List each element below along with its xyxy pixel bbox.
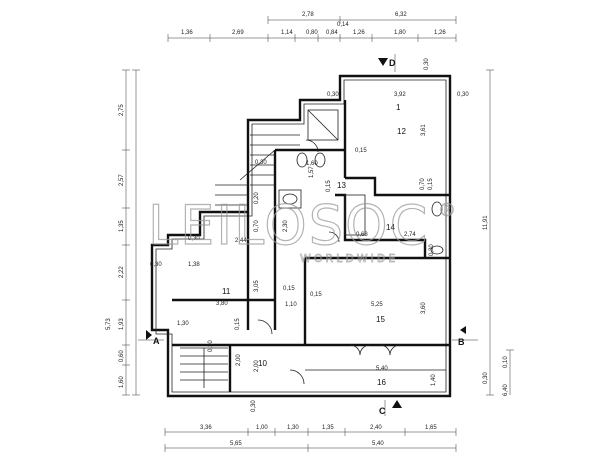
fixtures [278,109,444,255]
dim-top-4: 0,80 [306,30,318,36]
top-dimensions: 2,78 6,32 1,36 2,69 1,14 0,80 0,84 0,14 … [167,12,457,42]
dim-inner-14: 2,30 [283,220,289,232]
dim-right-3: 0,30 [483,372,489,384]
room-label-11: 11 [222,287,231,296]
dim-inner-8: 0,15 [326,180,332,192]
section-marker-b: B [458,337,465,347]
dim-inner-19: 1,38 [188,262,200,268]
room-label-14: 14 [386,223,395,232]
left-dimensions: 5,73 2,75 2,57 1,35 2,22 1,93 0,60 1,60 [106,69,140,396]
dim-left-4: 2,22 [119,266,125,278]
section-marker-a: A [153,336,160,346]
dim-inner-7: 1,60 [306,161,318,167]
dim-bottom-total-1: 5,65 [230,441,242,447]
room-label-12b: 1 [396,103,401,112]
room-label-10: 10 [258,359,267,368]
dim-inner-10: 0,15 [428,178,434,190]
doors [257,139,401,385]
dim-inner-22: 1,10 [285,302,297,308]
dim-inner-33: 0,30 [424,58,430,70]
inner-dimensions: 0,30 3,92 0,30 3,61 0,15 1,57 1,60 0,15 … [150,58,469,412]
room-label-16: 16 [377,378,386,387]
dim-inner-1: 0,30 [327,92,339,98]
dim-inner-32: 0,30 [251,400,257,412]
dim-inner-25: 0,15 [235,318,241,330]
dim-bottom-total-2: 5,40 [372,441,384,447]
dim-inner-3: 0,30 [457,92,469,98]
dim-left-total: 5,73 [106,318,112,330]
right-dimensions: 11,91 0,10 0,30 6,40 [483,69,514,396]
dim-bottom-4: 1,35 [322,425,334,431]
dim-inner-27: 3,60 [421,302,427,314]
room-labels: 12 1 13 14 11 15 10 16 [222,103,406,387]
dim-top-9: 0,14 [337,22,349,28]
room-label-13: 13 [337,181,346,190]
dim-inner-23: 3,80 [216,301,228,307]
dim-inner-21: 0,15 [283,286,295,292]
dim-top-overall-right: 6,32 [395,12,407,18]
room-label-12: 12 [397,127,406,136]
dim-bottom-5: 2,40 [370,425,382,431]
dim-inner-35: 0,30 [208,340,214,352]
dim-inner-18: 0,30 [150,262,162,268]
walls [150,74,452,398]
watermark-tagline: WORLDWIDE [300,252,398,265]
dim-inner-34: 0,30 [255,160,267,166]
dim-inner-9: 0,70 [420,178,426,190]
dim-top-1: 1,36 [181,30,193,36]
stairs [180,134,300,388]
dim-inner-37: 0,30 [429,244,435,256]
dim-inner-11: 0,20 [254,192,260,204]
dim-inner-12: 0,70 [254,220,260,232]
dim-inner-5: 0,15 [355,148,367,154]
dim-inner-6: 1,57 [309,166,315,178]
dim-left-7: 1,60 [119,376,125,388]
section-marker-d: D [389,58,396,68]
watermark: LEILOSOC ® WORLDWIDE [147,193,459,265]
dim-inner-2: 3,92 [394,92,406,98]
dim-bottom-1: 3,36 [200,425,212,431]
dim-right-1: 11,91 [483,215,489,230]
dim-bottom-6: 1,65 [425,425,437,431]
dim-left-1: 2,75 [119,104,125,116]
dim-inner-4: 3,61 [421,124,427,136]
dim-inner-15: 0,68 [356,232,368,238]
dim-top-5: 0,84 [326,30,338,36]
dim-left-2: 2,57 [119,174,125,186]
dim-inner-13: 2,44 [235,238,247,244]
dim-inner-36: 1,30 [177,321,189,327]
dim-bottom-2: 1,00 [256,425,268,431]
dim-left-6: 0,60 [119,350,125,362]
dim-bottom-3: 1,30 [287,425,299,431]
dim-inner-28: 2,00 [236,354,242,366]
dim-top-2: 2,69 [232,30,244,36]
dim-left-3: 1,35 [119,220,125,232]
dim-right-2: 0,10 [503,356,509,368]
dim-top-overall-left: 2,78 [302,12,314,18]
dim-inner-17: 0,30 [188,236,200,242]
dim-top-8: 1,26 [434,30,446,36]
dim-inner-29: 2,00 [254,360,260,372]
section-marker-c: C [379,406,386,416]
dim-inner-26: 5,25 [371,302,383,308]
section-markers: D C A B [138,54,478,416]
dim-top-3: 1,14 [281,30,293,36]
dim-inner-16: 2,74 [404,232,416,238]
dim-left-5: 1,93 [119,318,125,330]
dim-top-7: 1,80 [394,30,406,36]
dim-inner-20: 3,05 [254,280,260,292]
dim-inner-24: 0,15 [310,292,322,298]
watermark-mark: ® [438,200,459,221]
dim-top-6: 1,26 [353,30,365,36]
dim-inner-31: 1,40 [431,374,437,386]
room-label-15: 15 [376,315,385,324]
dim-right-4: 6,40 [503,384,509,396]
bottom-dimensions: 3,36 1,00 1,30 1,35 2,40 1,65 5,65 5,40 [164,425,457,452]
dim-inner-30: 5,40 [376,366,388,372]
watermark-brand: LEILOSOC [148,194,429,257]
